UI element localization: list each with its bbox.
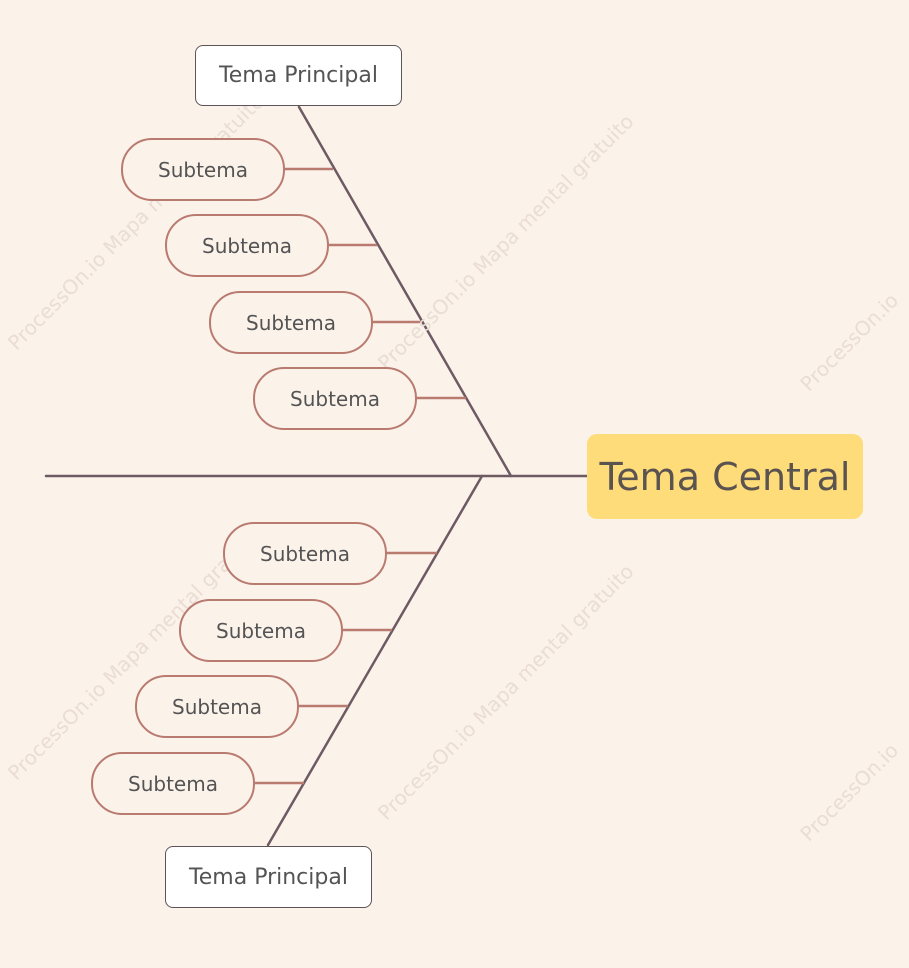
subtopic-label: Subtema — [128, 771, 218, 796]
subtopic-upper-1[interactable]: Subtema — [121, 138, 285, 201]
subtopic-lower-2[interactable]: Subtema — [179, 599, 343, 662]
main-topic-upper[interactable]: Tema Principal — [195, 45, 402, 106]
subtopic-label: Subtema — [172, 694, 262, 719]
subtopic-lower-3[interactable]: Subtema — [135, 675, 299, 738]
subtopic-label: Subtema — [158, 157, 248, 182]
subtopic-lower-4[interactable]: Subtema — [91, 752, 255, 815]
subtopic-upper-4[interactable]: Subtema — [253, 367, 417, 430]
main-topic-label: Tema Principal — [219, 63, 378, 88]
subtopic-label: Subtema — [202, 233, 292, 258]
central-topic[interactable]: Tema Central — [587, 434, 863, 519]
subtopic-lower-1[interactable]: Subtema — [223, 522, 387, 585]
central-topic-label: Tema Central — [599, 454, 851, 499]
rib-line-upper — [297, 105, 513, 478]
subtopic-label: Subtema — [290, 386, 380, 411]
subtopic-label: Subtema — [260, 541, 350, 566]
subtopic-label: Subtema — [246, 310, 336, 335]
subtopic-label: Subtema — [216, 618, 306, 643]
subtopic-upper-2[interactable]: Subtema — [165, 214, 329, 277]
main-topic-lower[interactable]: Tema Principal — [165, 846, 372, 908]
subtopic-upper-3[interactable]: Subtema — [209, 291, 373, 354]
main-topic-label: Tema Principal — [189, 864, 348, 890]
